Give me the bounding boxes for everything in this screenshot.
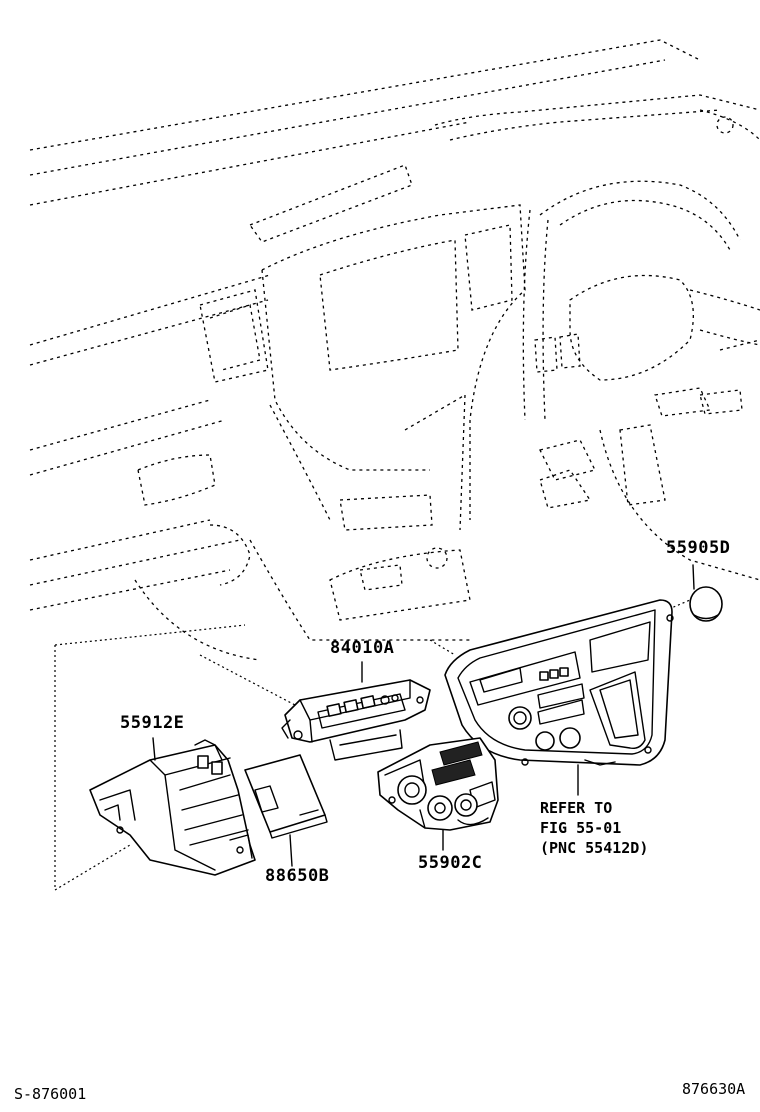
footer-right-code: 876630A	[682, 1080, 746, 1098]
knob-55905d	[689, 564, 723, 622]
bracket-55912e	[89, 737, 256, 876]
center-cluster-panel	[444, 599, 674, 796]
part-label-55912e: 55912E	[120, 713, 185, 733]
reference-note: REFER TO FIG 55-01 (PNC 55412D)	[540, 798, 648, 858]
part-label-88650b: 88650B	[265, 866, 330, 886]
part-label-55905d: 55905D	[666, 538, 731, 558]
module-88650b	[244, 754, 328, 867]
reference-line-1: REFER TO	[540, 799, 613, 817]
reference-line-2: FIG 55-01	[540, 819, 622, 837]
part-label-55902c: 55902C	[418, 853, 483, 873]
control-55902c	[377, 737, 499, 851]
unit-84010a	[281, 661, 431, 761]
reference-line-3: (PNC 55412D)	[540, 839, 649, 857]
part-label-84010a: 84010A	[330, 638, 395, 658]
dashboard-outline	[29, 39, 760, 891]
footer-left-code: S-876001	[14, 1085, 87, 1103]
